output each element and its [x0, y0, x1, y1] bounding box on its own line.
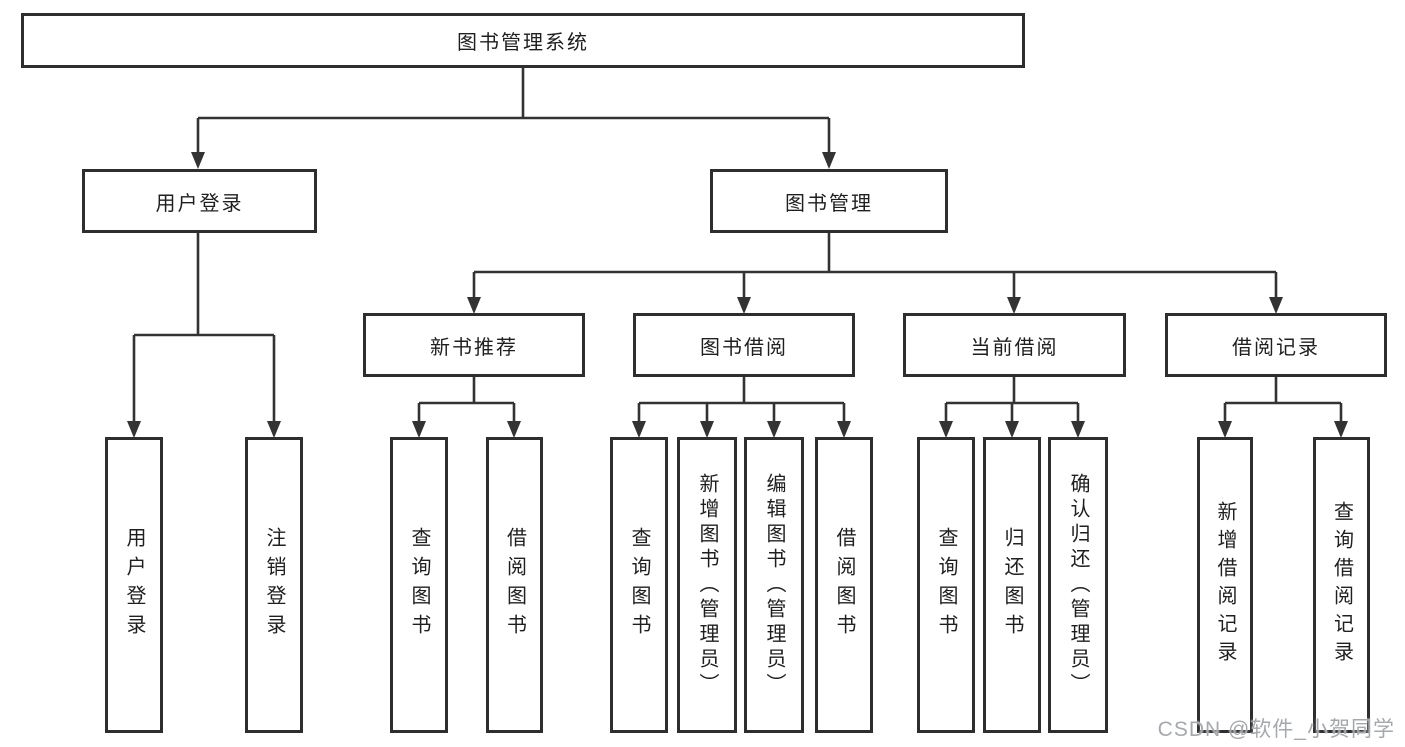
node-label: 查询图书 — [935, 527, 957, 643]
node-label: 新书推荐 — [430, 336, 518, 359]
leaf-add-borrow-record: 新增借阅记录 — [1197, 437, 1253, 733]
node-label: 注销登录 — [263, 527, 285, 643]
leaf-borrow-book: 借阅图书 — [815, 437, 873, 733]
node-root-library-system: 图书管理系统 — [21, 13, 1025, 68]
node-label: 用户登录 — [123, 527, 145, 643]
node-label: 确认归还（管理员） — [1067, 472, 1089, 698]
node-label: 借阅图书 — [833, 527, 855, 643]
leaf-query-borrow-record: 查询借阅记录 — [1313, 437, 1370, 733]
node-book-borrow: 图书借阅 — [633, 313, 855, 377]
leaf-newbook-query: 查询图书 — [390, 437, 448, 733]
leaf-return-book: 归还图书 — [983, 437, 1041, 733]
leaf-borrow-add-admin: 新增图书（管理员） — [677, 437, 737, 733]
node-borrow-records: 借阅记录 — [1165, 313, 1387, 377]
leaf-user-login: 用户登录 — [105, 437, 163, 733]
arrowhead-icons — [127, 152, 1348, 438]
node-current-borrow: 当前借阅 — [903, 313, 1126, 377]
leaf-logout: 注销登录 — [245, 437, 303, 733]
node-label: 查询借阅记录 — [1330, 501, 1353, 669]
leaf-newbook-borrow: 借阅图书 — [486, 437, 543, 733]
node-label: 新增图书（管理员） — [696, 472, 718, 698]
node-label: 新增借阅记录 — [1214, 501, 1236, 669]
node-label: 查询图书 — [628, 527, 650, 643]
node-label: 查询图书 — [408, 527, 430, 643]
watermark: CSDN @软件_小贺同学 — [1157, 718, 1395, 741]
node-label: 图书管理系统 — [457, 32, 589, 54]
node-label: 图书借阅 — [700, 336, 788, 359]
leaf-borrow-query: 查询图书 — [610, 437, 668, 733]
node-label: 用户登录 — [155, 192, 244, 215]
node-book-management: 图书管理 — [710, 169, 948, 233]
node-label: 当前借阅 — [970, 336, 1059, 359]
leaf-confirm-return-admin: 确认归还（管理员） — [1048, 437, 1108, 733]
node-label: 借阅记录 — [1232, 336, 1320, 359]
node-label: 归还图书 — [1001, 527, 1023, 643]
node-label: 借阅图书 — [503, 527, 526, 643]
node-label: 图书管理 — [785, 192, 873, 215]
node-label: 编辑图书（管理员） — [763, 472, 785, 698]
node-user-login: 用户登录 — [82, 169, 317, 233]
leaf-current-query: 查询图书 — [917, 437, 975, 733]
node-new-book-recommend: 新书推荐 — [363, 313, 585, 377]
leaf-borrow-edit-admin: 编辑图书（管理员） — [744, 437, 804, 733]
